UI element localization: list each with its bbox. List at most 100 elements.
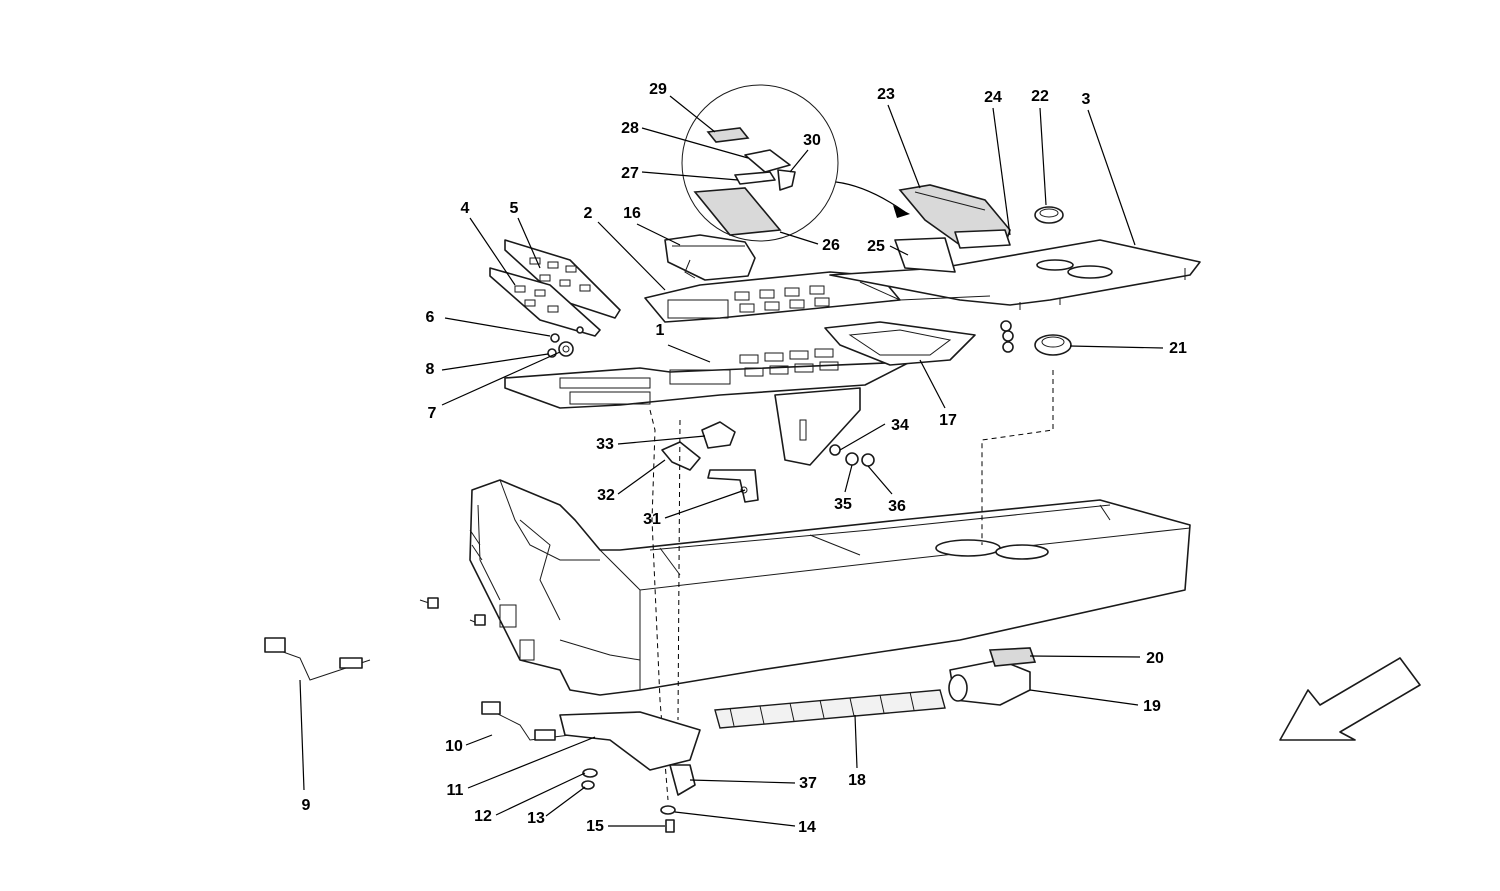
leader-lines	[299, 95, 1164, 827]
nut-6	[550, 333, 560, 343]
callout-13: 13	[527, 810, 545, 827]
screw-15	[665, 819, 675, 833]
leader-line-6	[444, 317, 551, 337]
leader-line-28	[641, 127, 749, 159]
plate-5	[504, 239, 621, 319]
callout-12: 12	[474, 808, 492, 825]
leader-line-25	[889, 245, 909, 256]
wiring-10	[481, 701, 571, 741]
callout-7: 7	[428, 405, 437, 422]
callout-26: 26	[822, 237, 840, 254]
callout-30: 30	[803, 132, 821, 149]
callout-18: 18	[848, 772, 866, 789]
callout-16: 16	[623, 205, 641, 222]
callout-21: 21	[1169, 340, 1187, 357]
leader-line-17	[919, 359, 946, 409]
leader-line-20	[1029, 655, 1141, 658]
leader-line-24	[992, 107, 1011, 236]
panel-3	[829, 239, 1201, 310]
leader-line-36	[867, 465, 893, 495]
leader-line-3	[1087, 109, 1136, 246]
bracket-25	[894, 237, 956, 273]
plate-4	[489, 267, 601, 337]
callout-35: 35	[834, 496, 852, 513]
leader-line-31	[664, 489, 746, 519]
clip-32	[661, 441, 701, 471]
leader-line-37	[689, 779, 796, 784]
nut-36	[861, 453, 875, 467]
leader-line-11	[467, 736, 596, 789]
callout-19: 19	[1143, 698, 1161, 715]
callout-14: 14	[798, 819, 816, 836]
hose-18	[714, 689, 946, 729]
callout-36: 36	[888, 498, 906, 515]
leader-line-35	[844, 464, 853, 493]
callout-32: 32	[597, 487, 615, 504]
grommet-22	[1034, 206, 1064, 224]
part-28	[744, 149, 791, 173]
leader-line-27	[641, 171, 739, 181]
callout-2: 2	[584, 205, 593, 222]
leader-line-16	[636, 223, 681, 246]
grommet-21	[1034, 334, 1072, 356]
leader-line-34	[839, 423, 886, 451]
leader-line-32	[617, 459, 666, 495]
pad-26	[693, 187, 782, 236]
bracket-31	[707, 469, 759, 503]
callout-9: 9	[302, 797, 311, 814]
washer-35	[845, 452, 859, 466]
leader-line-4	[469, 217, 516, 286]
leader-line-7	[441, 351, 561, 406]
clip-33	[701, 421, 736, 449]
leader-line-19	[1029, 689, 1139, 706]
callout-25: 25	[867, 238, 885, 255]
leader-line-33	[617, 435, 706, 445]
leader-line-12	[495, 772, 586, 816]
washer-34	[829, 444, 841, 456]
callout-11: 11	[447, 782, 464, 799]
callout-3: 3	[1082, 91, 1091, 108]
leader-line-22	[1039, 107, 1047, 206]
callout-10: 10	[445, 738, 463, 755]
leader-line-14	[674, 811, 796, 827]
leader-line-1	[667, 344, 711, 363]
washer-14	[660, 805, 676, 815]
connector-20	[988, 647, 1037, 667]
callout-33: 33	[596, 436, 614, 453]
bracket-37	[669, 764, 696, 796]
panel-1	[504, 348, 911, 409]
callout-5: 5	[510, 200, 519, 217]
leader-line-2	[597, 221, 666, 291]
callout-1: 1	[656, 322, 665, 339]
callout-labels: 1 2 3 4 5 6 7 8 9 10 11 12 13 14 15 16 1…	[302, 81, 1187, 836]
part-30	[777, 169, 796, 191]
callout-37: 37	[799, 775, 817, 792]
detail-circle	[681, 84, 910, 242]
leader-line-26	[779, 231, 819, 245]
part-29	[706, 127, 750, 143]
nut-7	[558, 341, 574, 357]
hinge-24	[954, 229, 1011, 249]
callout-6: 6	[426, 309, 435, 326]
washer-12	[582, 768, 598, 778]
callout-27: 27	[621, 165, 639, 182]
small-fasteners	[1000, 320, 1014, 353]
leader-line-21	[1069, 345, 1164, 349]
leader-line-8	[441, 353, 549, 371]
leader-line-9	[299, 679, 305, 791]
callout-34: 34	[891, 417, 909, 434]
leader-line-23	[887, 104, 921, 189]
callout-17: 17	[939, 412, 957, 429]
callout-28: 28	[621, 120, 639, 137]
callout-4: 4	[461, 200, 470, 217]
frame-17	[824, 321, 976, 366]
leader-line-30	[789, 149, 809, 173]
leader-line-29	[669, 95, 716, 133]
center-console-tunnel	[469, 479, 1191, 696]
callout-15: 15	[586, 818, 604, 835]
callout-23: 23	[877, 86, 895, 103]
callout-31: 31	[643, 511, 661, 528]
switch-16	[664, 234, 756, 281]
callout-20: 20	[1146, 650, 1164, 667]
